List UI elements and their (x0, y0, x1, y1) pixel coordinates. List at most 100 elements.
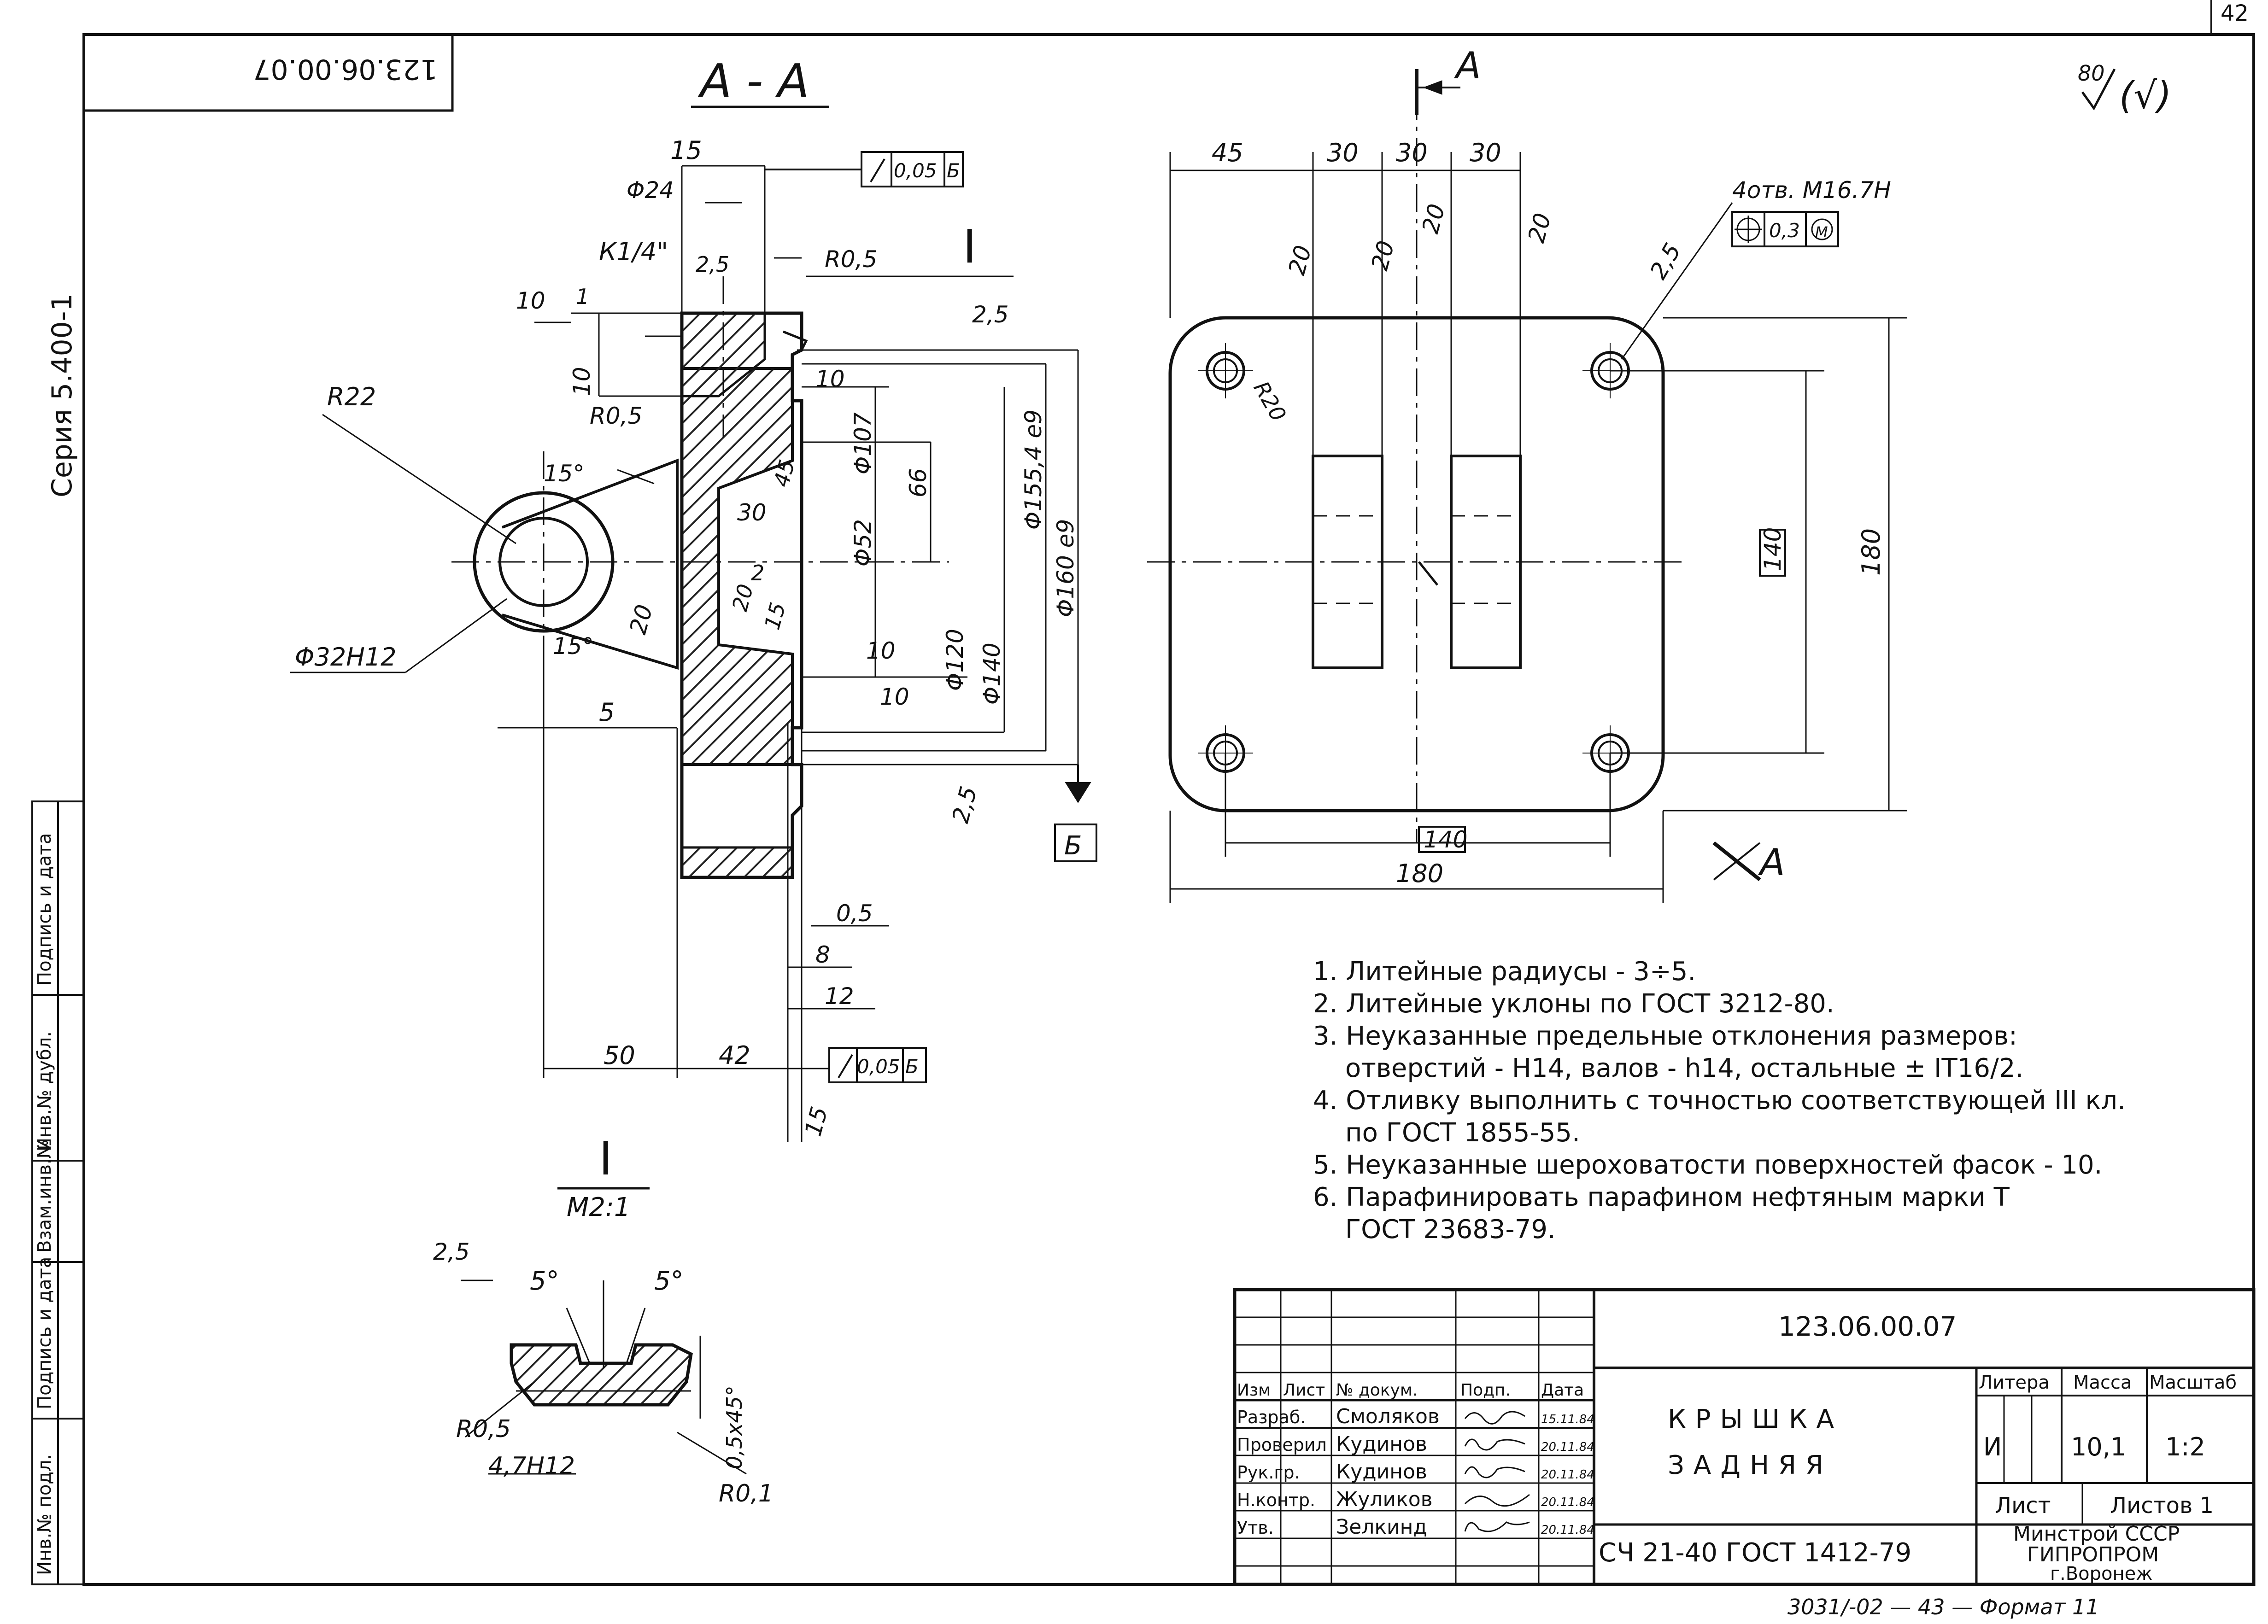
detail-angle-2: 5° (654, 1266, 684, 1296)
note-2: 2. Литейные уклоны по ГОСТ 3212-80. (1313, 989, 1834, 1019)
note-1: 1. Литейные радиусы - 3÷5. (1313, 957, 1696, 987)
detail-roughness: 2,5 (433, 1238, 470, 1265)
sheet-label: Лист (1995, 1493, 2051, 1519)
detail-scale: М2:1 (567, 1192, 630, 1222)
name-3: Жуликов (1336, 1488, 1433, 1511)
dim-d24: Φ24 (627, 177, 674, 204)
roughness-value: 80 (2078, 61, 2105, 86)
note-3-cont: отверстий - Н14, валов - h14, остальные … (1345, 1053, 2024, 1083)
flatness-frame (765, 151, 1097, 1083)
dim-d32: Φ32H12 (295, 643, 397, 672)
note-6-cont: ГОСТ 23683-79. (1345, 1215, 1556, 1244)
note-5: 5. Неуказанные шероховатости поверхносте… (1313, 1150, 2103, 1180)
position-tolerance: 0,3 (1769, 219, 1800, 242)
org-line3: г.Воронеж (2050, 1563, 2152, 1584)
section-mark-top: А (1453, 44, 1481, 87)
sheet-frame (82, 0, 2255, 1586)
dim-1: 1 (576, 284, 589, 309)
part-name-line1: КРЫШКА (1668, 1404, 1843, 1434)
signatures (1464, 1411, 1530, 1532)
archive-col-3: Взам.инв.№ (34, 1139, 55, 1253)
col-doc: № докум. (1336, 1381, 1418, 1400)
roughness-10-face2: 10 (880, 683, 909, 710)
detail-chamfer: 0,5х45° (722, 1385, 747, 1469)
detail-d47: 4,7H12 (488, 1452, 575, 1480)
dim-42: 42 (719, 1041, 750, 1070)
dim-d140: Φ140 (979, 643, 1005, 705)
date-1: 20.11.84 (1541, 1440, 1594, 1454)
dim-25-top: 2,5 (696, 252, 729, 277)
detail-title: I (599, 1132, 613, 1186)
dim-d52: Φ52 (850, 519, 876, 567)
datum-b: Б (1064, 831, 1082, 861)
doc-number: 123.06.00.07 (1778, 1311, 1957, 1342)
plan-dim-30b: 30 (1396, 138, 1428, 167)
plan-dim-30a: 30 (1327, 138, 1359, 167)
litera-label: Литера (1979, 1372, 2050, 1393)
roughness-25-right: 2,5 (972, 301, 1009, 328)
name-4: Зелкинд (1336, 1515, 1427, 1539)
dim-d107: Φ107 (850, 412, 876, 474)
dim-8: 8 (815, 941, 830, 968)
role-4: Утв. (1237, 1518, 1274, 1538)
dim-r05-top: R0,5 (825, 246, 877, 273)
date-2: 20.11.84 (1541, 1468, 1594, 1482)
section-mark-bottom: А (1758, 841, 1785, 884)
part-name-line2: ЗАДНЯЯ (1668, 1450, 1833, 1480)
org-line2: ГИПРОПРОМ (2027, 1543, 2159, 1566)
flatness-value: 0,05 (894, 159, 937, 182)
roughness-paren: (√) (2119, 74, 2171, 117)
roughness-10-left: 10 (516, 287, 545, 314)
dim-30: 30 (737, 499, 767, 526)
detail-ref: I (963, 220, 977, 274)
plan-dim-180-v: 180 (1857, 528, 1886, 576)
role-2: Рук.гр. (1237, 1462, 1300, 1483)
col-date: Дата (1541, 1381, 1584, 1400)
dim-d120: Φ120 (942, 629, 968, 691)
plan-dim-180-h: 180 (1396, 859, 1443, 888)
dim-0-5: 0,5 (836, 900, 873, 927)
archive-col-1: Инв.№ подл. (34, 1454, 55, 1575)
archive-col-2: Подпись и дата (34, 1257, 55, 1409)
role-3: Н.контр. (1237, 1490, 1315, 1510)
page-number: 42 (2221, 0, 2249, 26)
thread-label: К1/4" (599, 237, 668, 266)
name-2: Кудинов (1336, 1460, 1427, 1484)
angle-15-top: 15° (544, 460, 585, 487)
dim-d155: Φ155,4 е9 (1020, 409, 1047, 530)
dim-15: 15 (670, 136, 702, 165)
scale-value: 1:2 (2165, 1432, 2205, 1461)
sheets-label: Листов 1 (2110, 1493, 2214, 1519)
archive-col-5: Подпись и дата (34, 833, 55, 986)
dim-r22: R22 (327, 382, 376, 411)
org-line1: Минстрой СССР (2013, 1522, 2180, 1546)
detail-r05: R0,5 (456, 1415, 511, 1443)
name-0: Смоляков (1336, 1405, 1440, 1428)
dim-12: 12 (825, 983, 854, 1010)
roughness-15: 15 (800, 1104, 833, 1139)
flatness-base: Б (947, 159, 960, 182)
roughness-10-flange: 10 (815, 366, 845, 392)
position-modifier: M (1815, 223, 1828, 241)
bottom-number: 3031/-02 — 43 — Формат 11 (1787, 1595, 2099, 1619)
series-label: Серия 5.400-1 (46, 293, 78, 497)
dim-66: 66 (905, 468, 932, 497)
detail-angle-1: 5° (530, 1266, 559, 1296)
dim-d160: Φ160 е9 (1052, 519, 1079, 617)
plan-roughness-20b: 20 (1366, 238, 1400, 273)
date-4: 20.11.84 (1541, 1523, 1594, 1537)
dim-50: 50 (604, 1041, 635, 1070)
perp-base: Б (905, 1055, 919, 1078)
plan-dim-30c: 30 (1470, 138, 1501, 167)
detail-view (461, 1279, 747, 1475)
col-sign: Подп. (1460, 1381, 1511, 1400)
plan-dim-140-v: 140 (1759, 527, 1786, 571)
section-dimension-lines (290, 165, 1079, 1142)
role-1: Проверил (1237, 1435, 1327, 1455)
roughness-20-lug: 20 (625, 602, 658, 637)
detail-r01: R0,1 (719, 1480, 774, 1507)
note-6: 6. Парафинировать парафином нефтяным мар… (1313, 1182, 2010, 1212)
dim-15-bore: 15 (759, 600, 790, 632)
dim-20-bore: 20 (727, 581, 758, 614)
